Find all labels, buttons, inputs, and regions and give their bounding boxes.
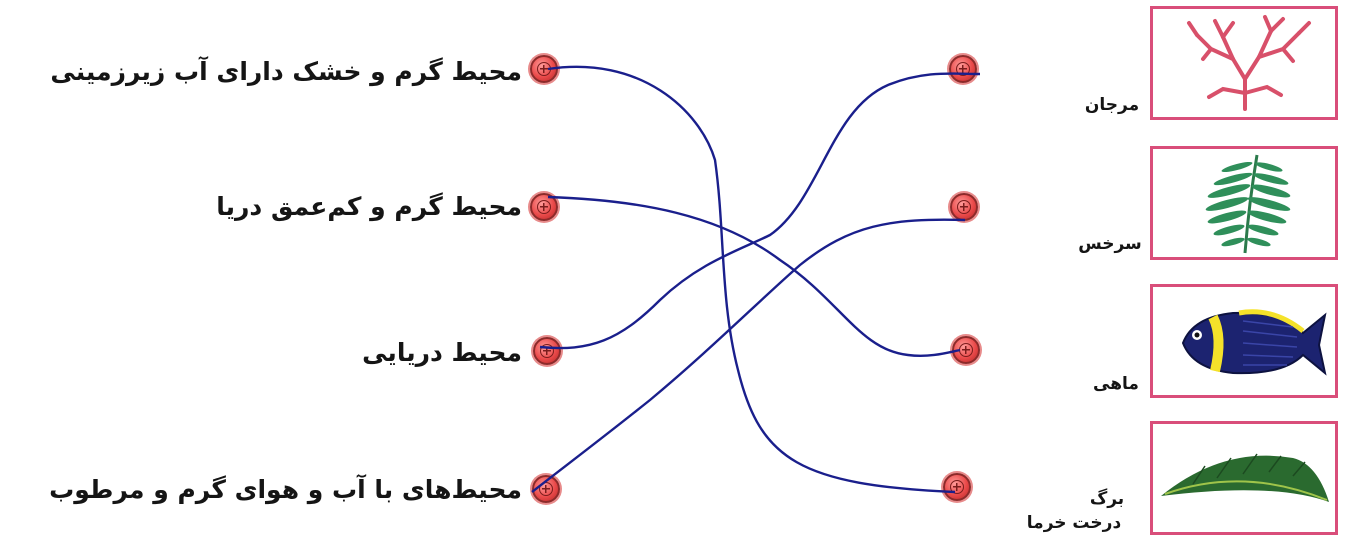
right-connector-button-1[interactable] bbox=[949, 55, 977, 83]
environment-label-hot-dry: محیط گرم و خشک دارای آب زیرزمینی bbox=[50, 57, 522, 86]
connection-line-shallow-sea-to-fish bbox=[547, 195, 961, 357]
palm-leaf-card bbox=[1150, 421, 1338, 535]
environment-label-warm-shallow-sea: محیط گرم و کم‌عمق دریا bbox=[216, 192, 522, 221]
item-label-coral: مرجان bbox=[1084, 95, 1140, 115]
fish-icon bbox=[1181, 309, 1327, 376]
palm-leaf-icon bbox=[1161, 453, 1329, 502]
item-label-fish: ماهی bbox=[1093, 374, 1139, 394]
right-connector-button-2[interactable] bbox=[950, 193, 978, 221]
left-connector-button-3[interactable] bbox=[533, 337, 561, 365]
right-connector-button-4[interactable] bbox=[943, 473, 971, 501]
item-label-fern: سرخس bbox=[1078, 234, 1142, 254]
coral-card bbox=[1150, 6, 1338, 120]
fern-icon bbox=[1205, 154, 1291, 254]
environment-label-marine: محیط دریایی bbox=[362, 338, 522, 367]
left-connector-button-1[interactable] bbox=[530, 55, 558, 83]
environment-label-warm-humid: محیط‌های با آب و هوای گرم و مرطوب bbox=[49, 475, 522, 504]
coral-icon bbox=[1187, 15, 1311, 111]
left-connector-button-4[interactable] bbox=[532, 475, 560, 503]
connection-line-humid-to-fern bbox=[531, 218, 966, 493]
fish-card bbox=[1150, 284, 1338, 398]
connection-line-hot-dry-to-palm-leaf bbox=[547, 65, 956, 494]
fern-card bbox=[1150, 146, 1338, 260]
item-label-palm-leaf-line2: درخت خرما bbox=[1026, 513, 1122, 533]
connection-line-marine-to-coral bbox=[539, 72, 981, 350]
item-label-palm-leaf-line1: برگ bbox=[1089, 489, 1125, 509]
